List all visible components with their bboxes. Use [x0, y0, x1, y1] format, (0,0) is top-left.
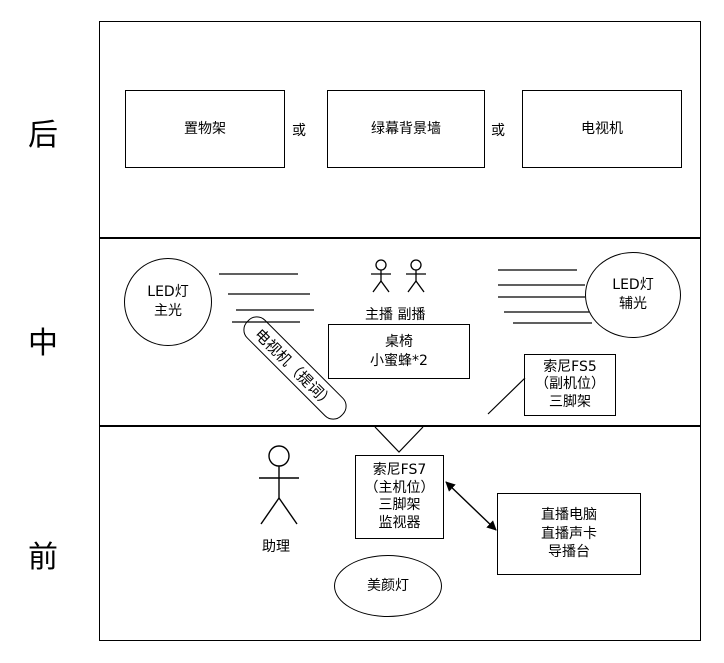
label-back: 后: [28, 118, 58, 153]
desk-line2: 小蜜蜂*2: [370, 352, 428, 369]
tv-box: 电视机: [522, 90, 682, 168]
hosts-label: 主播 副播: [365, 307, 426, 323]
fs5-line2: （副机位）: [535, 376, 605, 393]
fs7-line1: 索尼FS7: [372, 462, 427, 478]
fs7-line2: （主机位）: [364, 479, 435, 496]
desk-box: 桌椅 小蜜蜂*2: [328, 324, 470, 379]
led-main-line2: 主光: [154, 303, 182, 319]
co-host-figure: [406, 259, 426, 293]
led-main-light: LED灯 主光: [124, 258, 212, 346]
fs5-line3: 三脚架: [549, 393, 591, 410]
led-fill-line2: 辅光: [619, 296, 647, 312]
beauty-light: 美颜灯: [334, 555, 442, 617]
desk-line1: 桌椅: [384, 333, 413, 350]
fs7-line4: 监视器: [378, 514, 421, 531]
label-middle: 中: [28, 326, 58, 361]
fs7-line3: 三脚架: [378, 497, 421, 513]
beauty-light-label: 美颜灯: [367, 577, 409, 594]
led-fill-line1: LED灯: [612, 277, 654, 294]
or-text-2: 或: [491, 123, 505, 139]
main-light-rays: [219, 273, 314, 323]
tv-label: 电视机: [581, 120, 623, 137]
fs5-line1: 索尼FS5: [543, 358, 597, 375]
green-screen-label: 绿幕背景墙: [371, 120, 441, 137]
fs7-pc-connector: [445, 481, 497, 531]
sony-fs7-box: 索尼FS7 （主机位） 三脚架 监视器: [355, 455, 444, 539]
live-pc-line1: 直播电脑: [541, 506, 597, 523]
fs7-view-lines: [374, 426, 424, 453]
green-screen-box: 绿幕背景墙: [327, 90, 485, 168]
led-main-line1: LED灯: [147, 284, 189, 301]
back-zone: [99, 21, 701, 239]
fs5-view-line: [487, 377, 526, 415]
front-zone: [99, 425, 701, 641]
or-text-1: 或: [292, 123, 306, 139]
assistant-label: 助理: [262, 539, 290, 555]
live-pc-box: 直播电脑 直播声卡 导播台: [497, 493, 641, 575]
label-front: 前: [28, 540, 58, 575]
shelf-box: 置物架: [125, 90, 285, 168]
live-pc-line3: 导播台: [548, 544, 590, 561]
host-figure: [371, 259, 391, 293]
live-pc-line2: 直播声卡: [541, 525, 597, 542]
fill-light-rays: [498, 269, 592, 324]
assistant-figure: [259, 445, 299, 525]
middle-zone: [99, 237, 701, 427]
shelf-label: 置物架: [184, 120, 226, 137]
led-fill-light: LED灯 辅光: [585, 252, 681, 338]
sony-fs5-box: 索尼FS5 （副机位） 三脚架: [524, 354, 616, 416]
